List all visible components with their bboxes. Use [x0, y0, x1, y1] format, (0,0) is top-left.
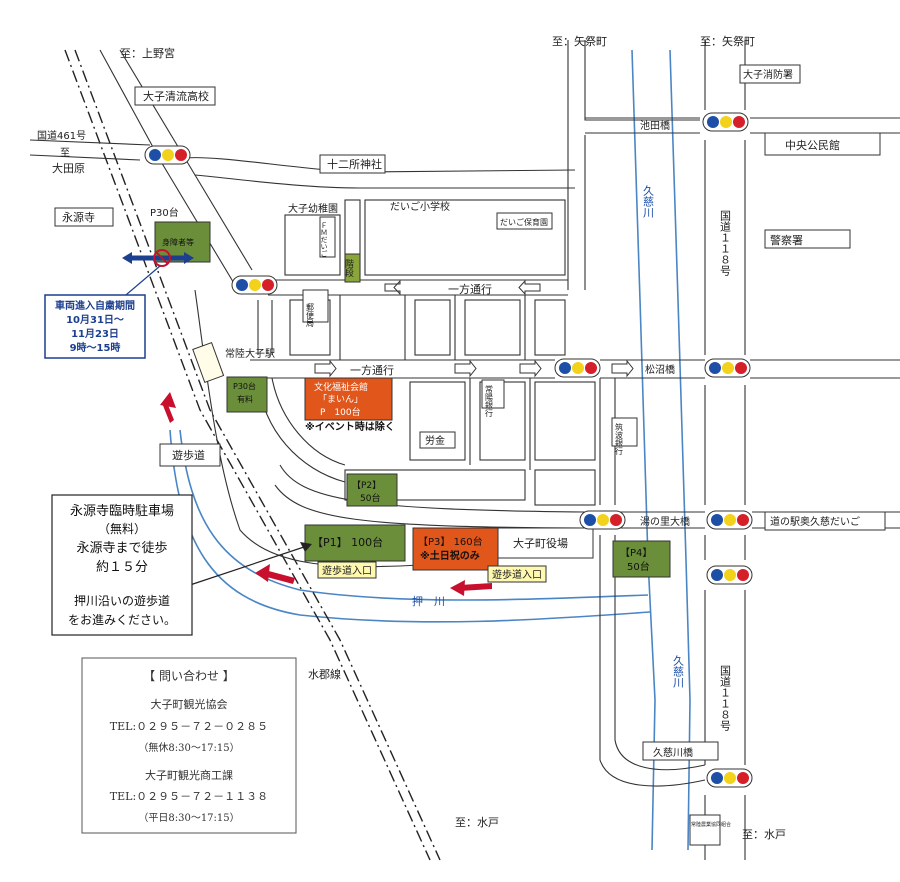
parking-p3-line2: ※土日祝のみ: [420, 549, 480, 562]
label-fm-daigo: ＦＭだいご: [320, 222, 328, 257]
station-building: [192, 341, 225, 383]
label-central-hall: 中央公民館: [785, 138, 840, 152]
label-nokyo: 常陸農業協同組合: [691, 821, 731, 828]
label-michinoeki: 道の駅奥久慈だいご: [770, 515, 860, 528]
restriction-title: 車両進入自粛期間: [55, 299, 135, 312]
label-yunosato-bridge: 湯の里大橋: [640, 515, 690, 528]
label-ikeda-bridge: 池田橋: [640, 119, 670, 132]
label-town-office: 大子町役場: [513, 536, 568, 550]
parking-p1-label: 【P1】 100台: [312, 535, 383, 549]
parking-p4-name: 【P4】: [620, 547, 652, 559]
label-station: 常陸大子駅: [225, 347, 275, 360]
label-national-118-bottom: 国道１１８号: [719, 665, 732, 732]
label-promenade-entrance-1: 遊歩道入口: [322, 564, 372, 577]
label-juniso-shrine: 十二所神社: [327, 157, 382, 171]
parking-p30-paid: [226, 376, 268, 413]
label-kujigawa-bottom: 久慈川: [672, 655, 685, 688]
temp-parking-box: [51, 494, 193, 636]
label-to-yamatsuri-2: 至：矢祭町: [700, 34, 755, 48]
temp-parking-free: （無料）: [98, 521, 146, 536]
label-fire-station: 大子消防署: [743, 68, 793, 81]
traffic-signals: [144, 112, 753, 788]
label-kujigawa-top: 久慈川: [642, 185, 655, 218]
parking-p30-paid-line2: 有料: [237, 394, 253, 404]
restriction-dates2: 11月23日: [71, 328, 119, 340]
label-promenade: 遊歩道: [172, 448, 205, 462]
label-to-yamatsuri-1: 至：矢祭町: [552, 34, 607, 48]
label-oneway-2: 一方通行: [350, 363, 394, 377]
label-suigun-line: 水郡線: [308, 667, 341, 681]
suigun-railway: [64, 49, 441, 861]
landmark-boxes: [54, 64, 886, 846]
temp-parking-guide1: 押川沿いの遊歩道: [74, 593, 170, 608]
promenade-entrance-fill: [317, 561, 547, 583]
temp-parking-walk2: 約１５分: [96, 560, 148, 575]
label-post-office: 郵便局: [306, 302, 315, 328]
parking-p1: [304, 524, 406, 562]
label-oneway-1: 一方通行: [448, 282, 492, 296]
temp-parking-leader-arrowhead: [300, 542, 312, 552]
contact-tel2: TEL:０２９５－７２－１１３８: [110, 790, 268, 803]
oneway-arrows: [314, 279, 634, 378]
parking-p4: [612, 540, 671, 578]
parking-p4-count: 50台: [627, 560, 650, 573]
parking-bunka-line1: 文化福祉会館: [314, 381, 368, 393]
label-route-461: 国道461号: [37, 129, 86, 142]
label-daigo-elementary: だいご小学校: [390, 200, 450, 213]
temp-parking-title: 永源寺臨時駐車場: [70, 504, 174, 519]
contact-org1: 大子町観光協会: [151, 697, 228, 711]
label-kaidan: 階段: [343, 259, 354, 278]
parking-bunka-note: ※イベント時は除く: [305, 420, 395, 433]
label-to-otahara-prefix: 至: [60, 147, 70, 159]
label-oshikawa: 押 川: [412, 594, 445, 608]
restriction-dates: 10月31日～: [66, 314, 124, 326]
walking-route-arrows: [160, 392, 492, 596]
label-kujigawa-bridge: 久慈川橋: [653, 746, 693, 759]
label-to-uenomiya: 至：上野宮: [120, 46, 175, 60]
parking-p3-line1: 【P3】 160台: [418, 535, 483, 548]
parking-disabled-label: 身障者等: [162, 237, 194, 247]
label-to-mito-2: 至：水戸: [742, 828, 786, 841]
label-joyo-bank: 常陽銀行: [485, 385, 494, 418]
parking-p2: [346, 473, 398, 507]
parking-p2-count: 50台: [360, 492, 380, 504]
parking-p30-paid-line1: P30台: [233, 381, 256, 391]
label-promenade-entrance-2: 遊歩道入口: [492, 568, 542, 581]
label-daigo-kindergarten: 大子幼稚園: [288, 202, 338, 215]
label-to-mito-1: 至：水戸: [455, 816, 499, 829]
label-police: 警察署: [770, 233, 803, 247]
label-otahara: 大田原: [52, 161, 85, 175]
contact-box: [81, 657, 297, 834]
parking-disabled: [154, 221, 211, 263]
label-eigenji: 永源寺: [62, 210, 95, 224]
temp-parking-walk1: 永源寺まで徒歩: [76, 541, 167, 556]
parking-p2-name: 【P2】: [352, 480, 381, 491]
kaidan-box: [344, 253, 361, 283]
label-national-118-top: 国道１１８号: [719, 210, 732, 277]
contact-hours2: （平日8:30～17:15）: [138, 812, 239, 824]
restriction-hours: 9時～15時: [70, 341, 121, 354]
label-p30-free: P30台: [150, 206, 179, 219]
parking-bunka-line2: 「まいん」: [318, 394, 363, 405]
label-rokin: 労金: [425, 434, 445, 447]
restriction-box: [44, 294, 146, 359]
label-matsunuma-bridge: 松沼橋: [645, 363, 675, 376]
temp-parking-guide2: をお進みください。: [68, 613, 176, 627]
temp-parking-leader: [189, 544, 311, 586]
contact-tel1: TEL:０２９５－７２－０２８５: [110, 720, 268, 733]
parking-bunka-line3: P 100台: [320, 406, 361, 418]
contact-org2: 大子町観光商工課: [145, 768, 233, 782]
label-daigo-nursery: だいご保育園: [500, 217, 548, 227]
contact-hours1: （無休8:30～17:15）: [138, 741, 239, 754]
restriction-marker: [119, 249, 194, 301]
parking-bunka-fukushi: [304, 377, 393, 421]
contact-header: 【 問い合わせ 】: [143, 668, 235, 683]
town-office-box: [497, 527, 594, 559]
label-daigo-seiryu-hs: 大子清流高校: [143, 89, 209, 103]
label-tsukuba-bank: 筑波銀行: [615, 422, 624, 456]
parking-p3: [412, 527, 499, 571]
